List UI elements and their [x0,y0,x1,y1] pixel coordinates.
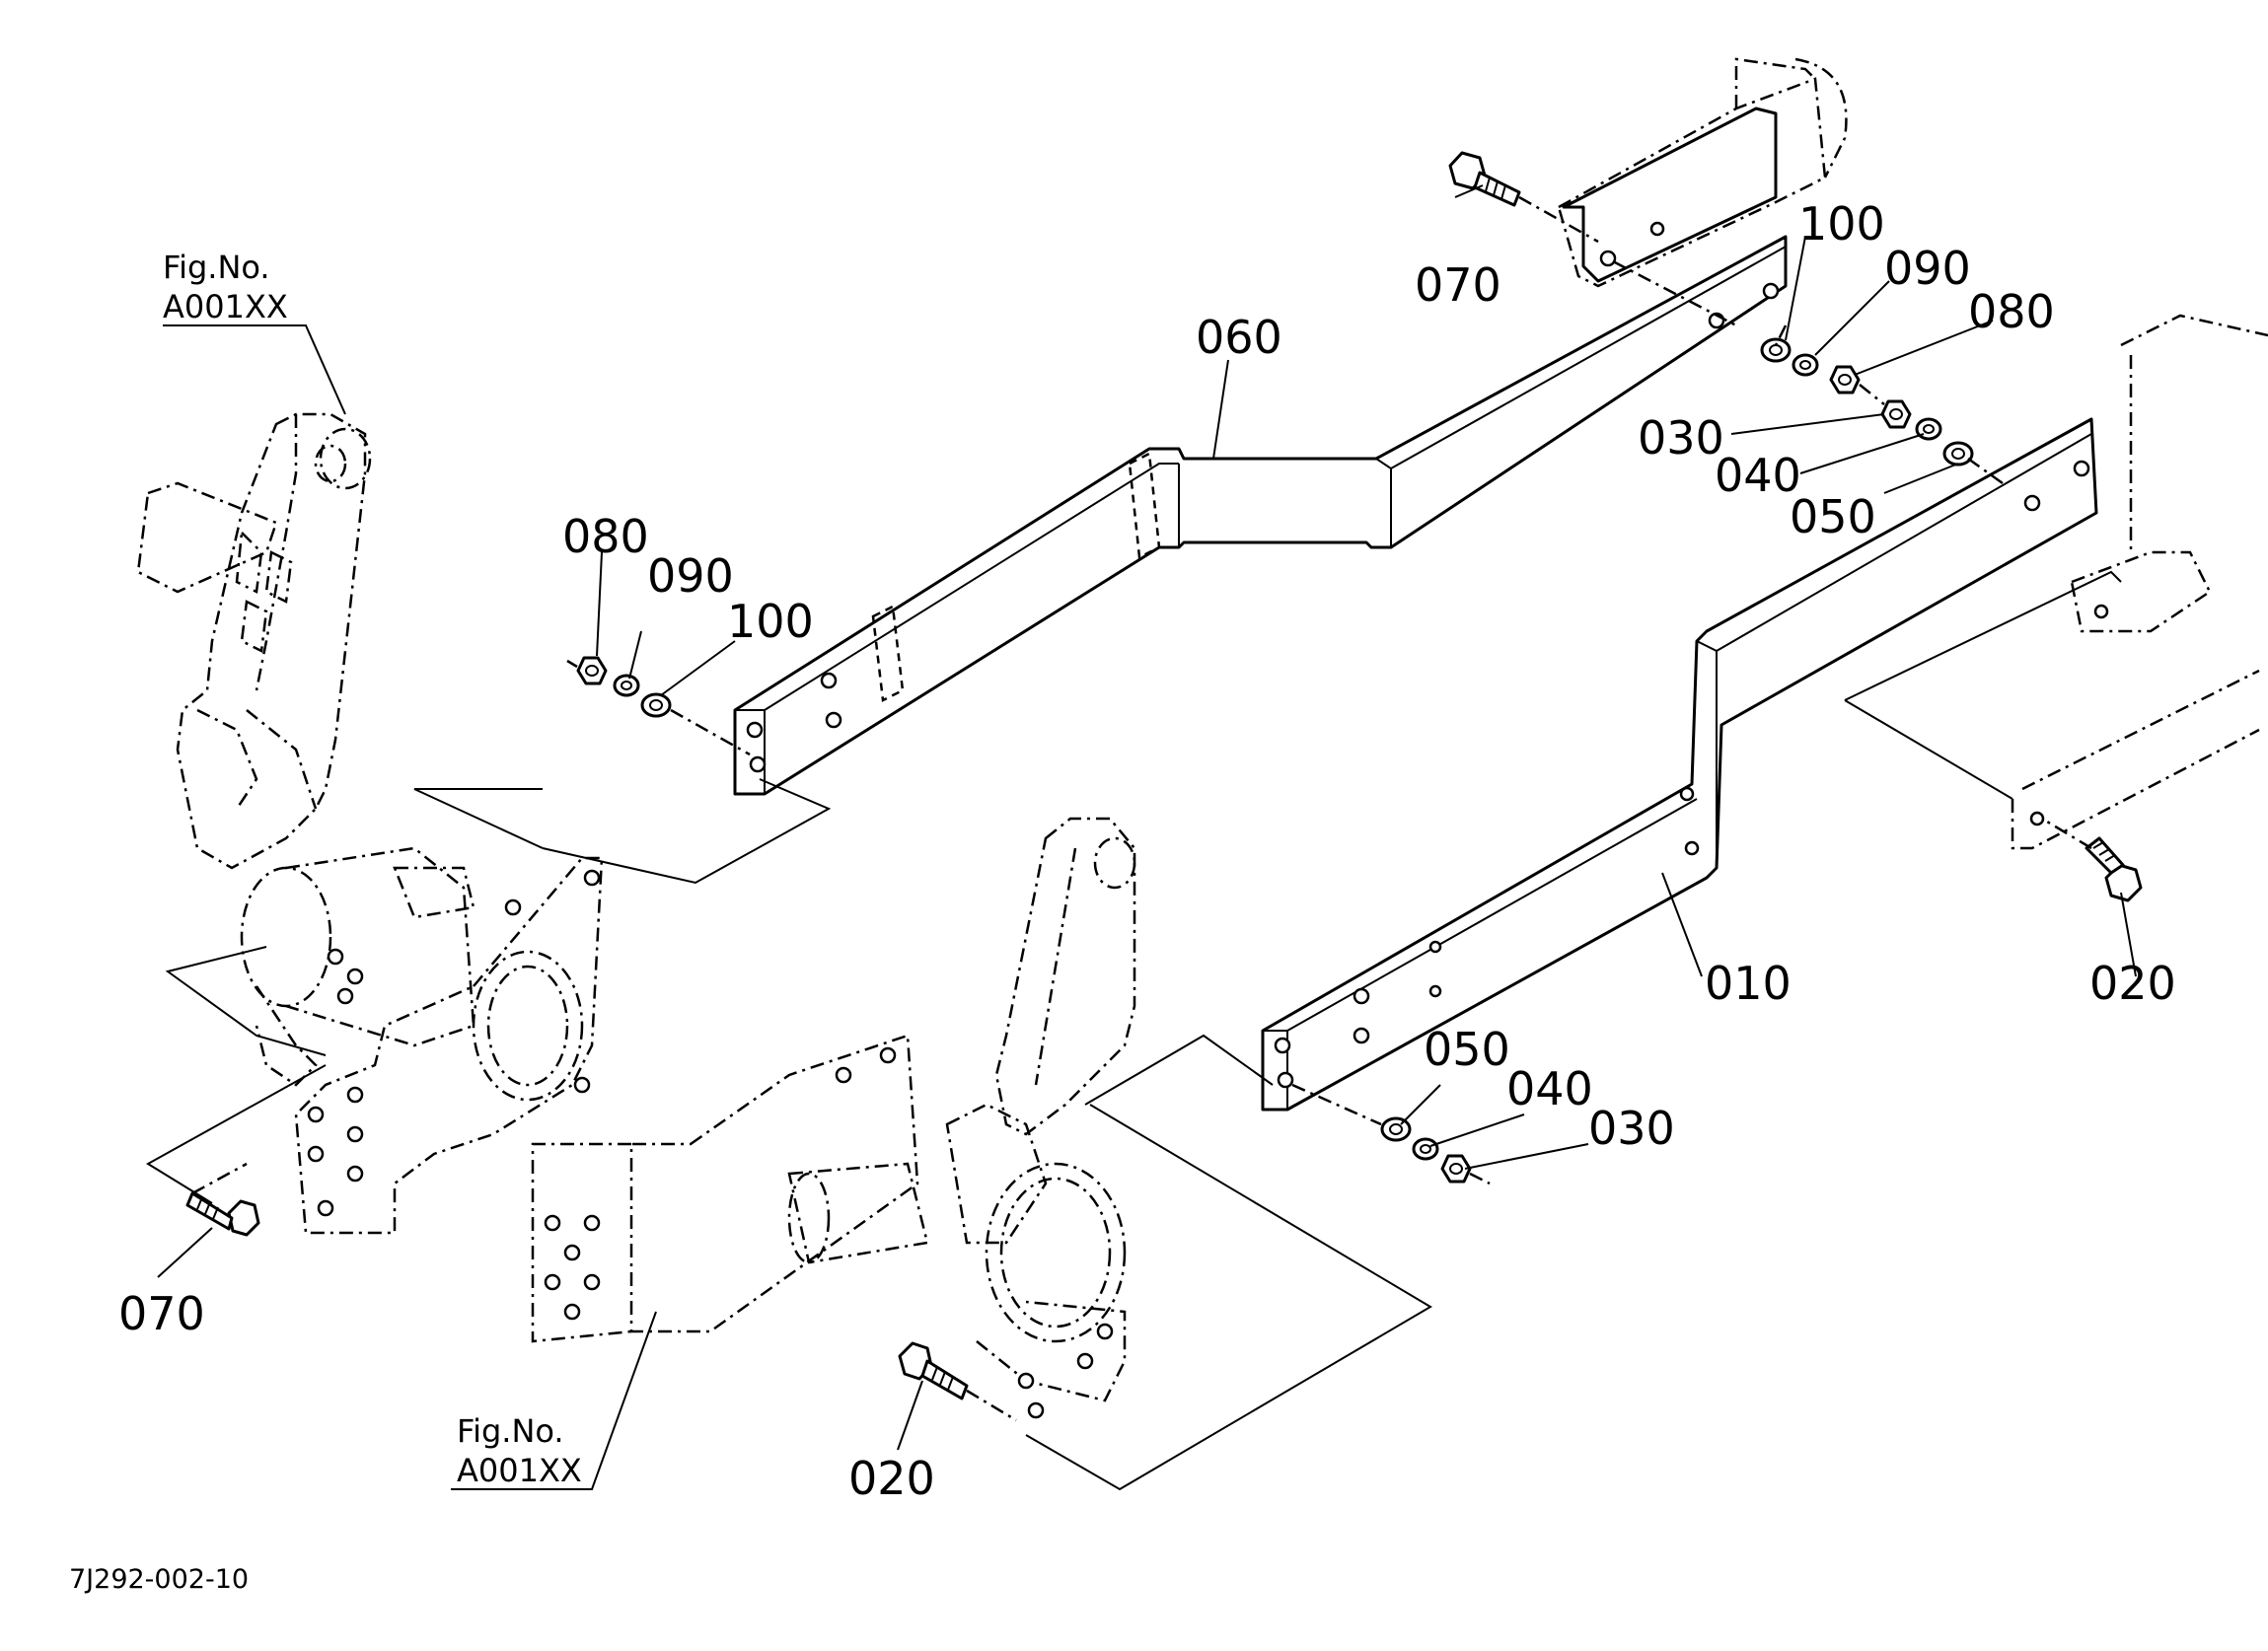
bolt-070-top [1448,151,1521,207]
callout-070-left: 070 [118,1287,205,1340]
part-060-bar [733,235,1788,796]
leader-lines [157,184,2137,1490]
callout-070-top: 070 [1415,258,1501,312]
callout-080-right: 080 [1968,285,2055,338]
washer-050-lower [1380,1116,1412,1142]
callout-060: 060 [1196,311,1282,364]
nut-030-upper [1880,399,1912,429]
lift-arm-left-phantom [136,412,476,1087]
callout-050-upper: 050 [1790,490,1876,543]
projection-lines [146,570,2122,1491]
callout-020-left: 020 [848,1452,935,1505]
lock-washer-090-left [613,674,640,697]
callout-090-left: 090 [647,549,734,603]
washer-100-right [1760,337,1792,363]
bolt-020-left [898,1341,969,1400]
callout-040-upper: 040 [1715,449,1801,502]
callout-labels: 070 060 100 090 080 030 040 050 080 090 … [118,197,2176,1505]
bolt-020-right [2085,836,2143,902]
callout-050-lower: 050 [1424,1023,1510,1076]
assembly-center-lines [191,195,2092,1422]
fig-ref-upper-line2: A001XX [163,288,288,325]
bolt-070-left [185,1191,260,1237]
fig-ref-upper: Fig.No. A001XX [163,249,288,325]
part-010-bar [1261,417,2098,1112]
fig-ref-lower: Fig.No. A001XX [457,1412,582,1489]
callout-020-right: 020 [2089,957,2176,1010]
mounting-plate-right-phantom [531,1034,929,1343]
frame-bracket-top-right [1557,57,1848,288]
callout-100-left: 100 [727,595,814,648]
fig-ref-upper-line1: Fig.No. [163,249,270,286]
callout-010: 010 [1705,957,1792,1010]
lock-washer-090-right [1792,353,1819,377]
callout-080-left: 080 [562,510,649,563]
nut-080-right [1829,365,1861,395]
lock-washer-040-lower [1412,1137,1439,1161]
frame-right-phantom [2011,314,2268,850]
document-id: 7J292-002-10 [69,1564,249,1595]
callout-090-right: 090 [1884,242,1971,295]
callout-030-upper: 030 [1638,411,1724,465]
washer-100-left [640,692,672,718]
callout-030-lower: 030 [1588,1102,1675,1155]
washer-050-upper [1942,441,1974,467]
mounting-plate-left-phantom [294,856,604,1235]
fig-ref-lower-line2: A001XX [457,1452,582,1489]
callout-040-lower: 040 [1506,1062,1593,1115]
callout-100-right: 100 [1798,197,1885,251]
fig-ref-lower-line1: Fig.No. [457,1412,564,1450]
lift-arm-right-phantom [945,817,1136,1419]
nut-080-left [576,656,608,685]
